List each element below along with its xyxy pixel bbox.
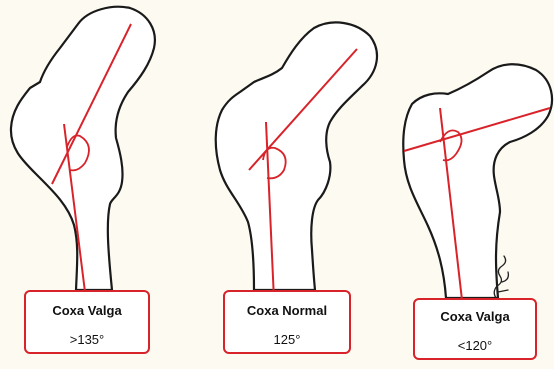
femur-drawing-coxa-normal [216, 22, 377, 300]
label-title: Coxa Valga [26, 303, 148, 318]
femur-drawing-coxa-vara [403, 64, 552, 300]
femur-outline [403, 64, 552, 298]
femur-drawing-coxa-valga-high [11, 7, 155, 300]
label-angle: <120° [415, 338, 535, 353]
label-title: Coxa Normal [225, 303, 349, 318]
label-box-coxa-valga-low: Coxa Valga <120° [413, 298, 537, 360]
label-angle: >135° [26, 332, 148, 347]
label-box-coxa-normal: Coxa Normal 125° [223, 290, 351, 354]
artist-signature [488, 252, 516, 302]
femur-outline [11, 7, 155, 290]
label-angle: 125° [225, 332, 349, 347]
label-title: Coxa Valga [415, 309, 535, 324]
femur-outline [216, 22, 377, 290]
label-box-coxa-valga-high: Coxa Valga >135° [24, 290, 150, 354]
